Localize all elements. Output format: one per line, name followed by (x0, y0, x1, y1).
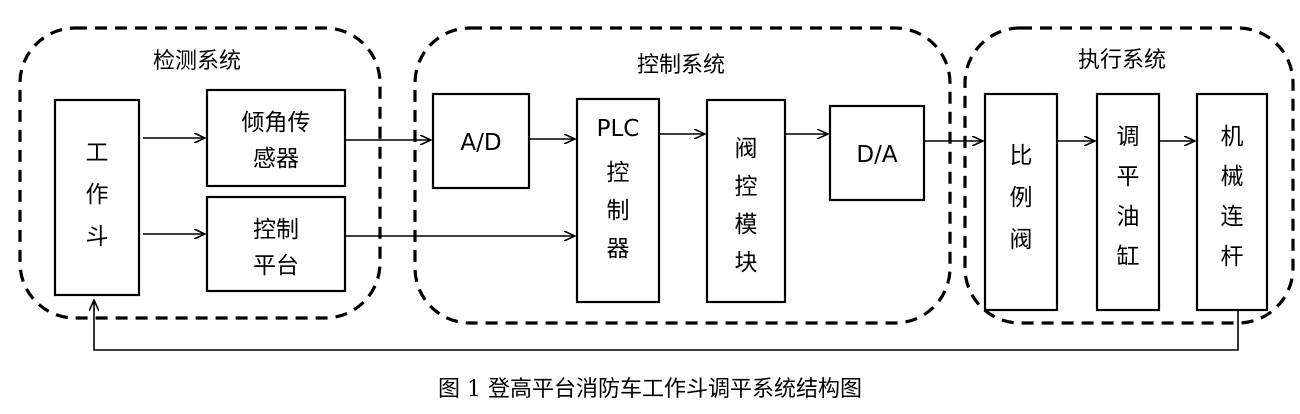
plc-controller-block: PLC 控 制 器 (575, 97, 661, 304)
leveling-cylinder-block: 调 平 油 缸 (1095, 92, 1161, 312)
cylinder-label-1: 调 (1117, 124, 1140, 150)
linkage-label-2: 械 (1221, 164, 1244, 190)
cylinder-label-3: 油 (1117, 204, 1140, 230)
tilt-sensor-label-2: 感器 (253, 146, 299, 172)
control-system-title: 控制系统 (637, 53, 725, 78)
linkage-label-4: 杆 (1221, 244, 1244, 270)
prop-valve-label-2: 例 (1010, 185, 1033, 211)
detection-system-title: 检测系统 (153, 49, 241, 74)
mechanical-linkage-block: 机 械 连 杆 (1195, 92, 1269, 312)
bucket-label-1: 工 (86, 140, 109, 166)
ad-converter-label: A/D (460, 130, 501, 156)
detection-system-group (18, 26, 382, 320)
prop-valve-label-1: 比 (1010, 143, 1033, 169)
valve-module-label-4: 块 (735, 250, 758, 276)
valve-module-label-3: 模 (735, 212, 758, 238)
tilt-sensor-block: 倾角传 感器 (205, 88, 347, 188)
linkage-label-3: 连 (1221, 204, 1244, 230)
cylinder-label-4: 缸 (1117, 244, 1140, 270)
execution-system-group (963, 26, 1295, 325)
figure-caption: 图 1 登高平台消防车工作斗调平系统结构图 (438, 377, 862, 402)
bucket-label-3: 斗 (86, 224, 109, 250)
proportional-valve-block: 比 例 阀 (983, 92, 1059, 312)
tilt-sensor-label-1: 倾角传 (242, 110, 311, 136)
cylinder-label-2: 平 (1117, 164, 1140, 190)
feedback-loop-arrow (94, 300, 1239, 351)
control-platform-block: 控制 平台 (205, 195, 347, 293)
plc-label-2: 控 (607, 160, 630, 186)
control-platform-label-1: 控制 (253, 217, 299, 243)
ad-converter-block: A/D (431, 92, 531, 190)
prop-valve-label-3: 阀 (1010, 227, 1033, 253)
execution-system-title: 执行系统 (1078, 48, 1166, 73)
valve-module-label-2: 控 (735, 174, 758, 200)
plc-label-1: PLC (597, 116, 640, 142)
da-converter-label: D/A (856, 142, 897, 168)
control-platform-label-2: 平台 (253, 253, 299, 279)
valve-module-label-1: 阀 (735, 136, 758, 162)
control-system-group (413, 26, 952, 325)
da-converter-block: D/A (828, 104, 926, 202)
bucket-block: 工 作 斗 (53, 98, 141, 297)
linkage-label-1: 机 (1221, 124, 1244, 150)
bucket-label-2: 作 (86, 182, 109, 208)
plc-label-4: 器 (607, 236, 630, 262)
plc-label-3: 制 (607, 198, 630, 224)
valve-control-module-block: 阀 控 模 块 (705, 98, 787, 304)
